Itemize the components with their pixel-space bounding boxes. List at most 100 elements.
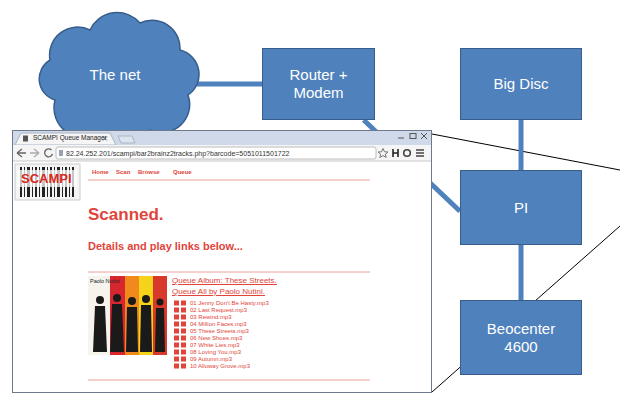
figure-head bbox=[157, 299, 164, 306]
cover-ground bbox=[88, 276, 167, 355]
logo-picture bbox=[15, 164, 80, 200]
menu-icon bbox=[416, 150, 424, 156]
page-subheading: Details and play links below... bbox=[88, 241, 243, 252]
cover-stripe bbox=[110, 276, 125, 355]
toolbar bbox=[13, 145, 431, 161]
figure-head bbox=[142, 295, 150, 303]
play-button bbox=[174, 315, 179, 320]
page-icon bbox=[59, 150, 63, 156]
track-link: 02 Last Request.mp3 bbox=[190, 307, 247, 313]
section-rule bbox=[88, 272, 370, 273]
button-pair bbox=[174, 364, 186, 369]
play-button bbox=[174, 343, 179, 348]
extension-icon bbox=[393, 149, 398, 157]
zoom-line bbox=[432, 134, 620, 170]
figure-head bbox=[113, 294, 121, 302]
button-pair bbox=[174, 315, 186, 320]
figure-body bbox=[110, 304, 124, 352]
button-pair bbox=[174, 322, 186, 327]
node-label: Beocenter 4600 bbox=[479, 320, 563, 356]
figure-body bbox=[126, 307, 138, 352]
tab-title: SCAMPI Queue Manager bbox=[33, 135, 107, 142]
play-button bbox=[174, 301, 179, 306]
node-label: The net bbox=[90, 66, 141, 84]
settings-icon bbox=[404, 150, 411, 157]
button-pair bbox=[174, 329, 186, 334]
tab-strip bbox=[13, 131, 431, 145]
network-link bbox=[194, 82, 262, 87]
play-button bbox=[174, 364, 179, 369]
play-button bbox=[174, 322, 179, 327]
node-label: PI bbox=[514, 199, 528, 217]
star-icon bbox=[378, 149, 388, 158]
reload-icon bbox=[45, 149, 53, 157]
new-tab-button bbox=[118, 136, 135, 143]
queue-button bbox=[181, 308, 186, 313]
barcode bbox=[20, 167, 74, 197]
queue-link: Queue Album: These Streets. bbox=[172, 277, 277, 285]
play-button bbox=[174, 329, 179, 334]
queue-button bbox=[181, 301, 186, 306]
button-pair bbox=[174, 336, 186, 341]
zoom-lines bbox=[432, 134, 620, 392]
window-controls bbox=[398, 133, 427, 139]
logo-text-ground bbox=[17, 170, 77, 187]
zoom-line bbox=[432, 226, 620, 392]
track-link: 09 Autumn.mp3 bbox=[190, 356, 232, 362]
logo-text: SCAMPI bbox=[21, 172, 72, 185]
window-frame bbox=[13, 131, 432, 393]
queue-button bbox=[181, 364, 186, 369]
cover-stripe bbox=[139, 276, 153, 355]
figure-head bbox=[128, 297, 136, 305]
network-link bbox=[519, 245, 524, 300]
play-button bbox=[174, 357, 179, 362]
queue-button bbox=[181, 336, 186, 341]
process-box: Router + Modem bbox=[262, 48, 375, 120]
browser-screenshot: SCAMPI Queue Manager 82.24.252.201/scampi… bbox=[12, 130, 432, 393]
queue-button bbox=[181, 329, 186, 334]
figure-body bbox=[155, 308, 165, 352]
queue-button bbox=[181, 343, 186, 348]
network-link bbox=[519, 120, 524, 170]
back-icon bbox=[17, 149, 26, 157]
queue-button bbox=[181, 350, 186, 355]
album-cover bbox=[88, 276, 167, 355]
menu-item: Browse bbox=[138, 169, 160, 175]
track-link: 04 Million Faces.mp3 bbox=[190, 321, 247, 327]
track-link: 08 Loving You.mp3 bbox=[190, 349, 241, 355]
section-rule bbox=[88, 380, 370, 381]
cloud-node: The net bbox=[30, 5, 200, 145]
queue-button bbox=[181, 315, 186, 320]
button-pair bbox=[174, 308, 186, 313]
menu-item: Queue bbox=[173, 169, 192, 175]
button-pair bbox=[174, 350, 186, 355]
maximize-icon bbox=[410, 134, 416, 139]
track-link: 01 Jenny Don't Be Hasty.mp3 bbox=[190, 300, 269, 306]
menu-item: Home bbox=[92, 169, 109, 175]
process-box: PI bbox=[460, 170, 582, 245]
queue-button bbox=[181, 322, 186, 327]
track-link: 10 Alloway Grove.mp3 bbox=[190, 363, 250, 369]
track-link: 07 White Lies.mp3 bbox=[190, 342, 240, 348]
address-bar bbox=[56, 147, 376, 159]
button-pair bbox=[174, 357, 186, 362]
forward-icon bbox=[30, 149, 39, 157]
logo-frame bbox=[15, 164, 80, 200]
menu-item: Scan bbox=[116, 169, 130, 175]
queue-button bbox=[181, 357, 186, 362]
cloud-outline bbox=[39, 13, 199, 145]
track-link: 05 These Streets.mp3 bbox=[190, 328, 249, 334]
figure-body bbox=[140, 305, 152, 352]
close-icon bbox=[421, 133, 427, 139]
button-pair bbox=[174, 301, 186, 306]
process-box: Beocenter 4600 bbox=[460, 300, 582, 375]
node-label: Big Disc bbox=[493, 75, 548, 93]
queue-link: Queue All by Paolo Nutini. bbox=[172, 288, 265, 296]
track-link: 03 Rewind.mp3 bbox=[190, 314, 232, 320]
url-text: 82.24.252.201/scampi/bar2brainz2tracks.p… bbox=[66, 150, 289, 157]
play-button bbox=[174, 336, 179, 341]
play-button bbox=[174, 308, 179, 313]
toolbar-border bbox=[13, 161, 431, 162]
node-label: Router + Modem bbox=[283, 66, 355, 102]
track-buttons bbox=[174, 301, 186, 369]
